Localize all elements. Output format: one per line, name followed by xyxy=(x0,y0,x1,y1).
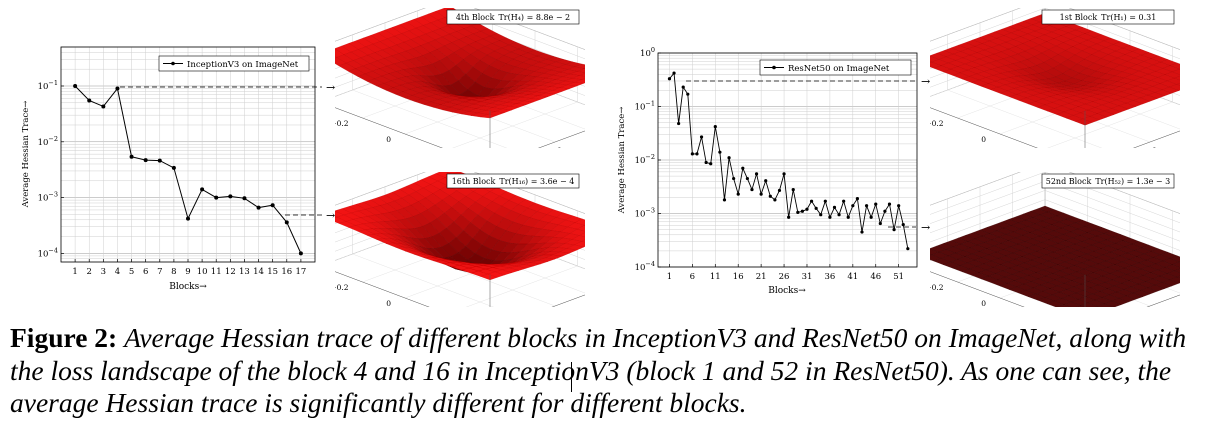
y-tick-label: 0 xyxy=(557,146,562,148)
surface-ticks: −0.4−0.200.20.4−0.4−0.200.20.410.80.60.4… xyxy=(335,283,391,307)
figure-caption: Figure 2: Average Hessian trace of diffe… xyxy=(10,322,1214,420)
x-tick-label: −0.2 xyxy=(930,283,944,292)
surface-ticks: −0.4−0.200.20.4−0.4−0.200.20.40.30.20.1 xyxy=(930,119,1157,148)
loss-surface xyxy=(930,205,1180,307)
surface-block-1: −0.4−0.200.20.4−0.4−0.200.20.40.30.20.1ϵ… xyxy=(930,8,1180,148)
surface-block-52: −0.4−0.200.20.4−0.4−0.200.20.40.30.20.1ϵ… xyxy=(930,172,1180,307)
arrow-icon: → xyxy=(326,81,335,94)
surface-ticks: −0.4−0.200.20.4−0.4−0.200.20.40.30.20.1 xyxy=(930,283,986,307)
front-edges xyxy=(335,271,585,307)
surface-title-formula: Tr(H₁) = 0.31 xyxy=(1101,13,1156,22)
arrow-icon: → xyxy=(921,221,930,234)
surface-title-block: 16th Block xyxy=(452,177,496,186)
surface-title-block: 4th Block xyxy=(456,13,495,22)
loss-surface xyxy=(930,13,1180,126)
surface-title-block: 1st Block xyxy=(1060,13,1098,22)
surface-title-formula: Tr(H₄) = 8.8e − 2 xyxy=(498,13,570,22)
caption-text: Average Hessian trace of different block… xyxy=(10,322,1187,418)
surface-title-formula: Tr(H₅₂) = 1.3e − 3 xyxy=(1095,177,1170,186)
loss-surface xyxy=(335,8,585,119)
x-tick-label: 0 xyxy=(981,299,986,307)
front-edges xyxy=(335,107,585,148)
y-tick-label: 0 xyxy=(1152,146,1157,148)
front-edges xyxy=(930,107,1180,148)
x-tick-label: −0.2 xyxy=(335,119,349,128)
x-tick-label: 0 xyxy=(386,135,391,144)
surface-block-4: −0.4−0.200.20.4−0.4−0.200.20.410.80.6ϵ₁ϵ… xyxy=(335,8,585,148)
surface-block-16: −0.4−0.200.20.4−0.4−0.200.20.410.80.60.4… xyxy=(335,172,585,307)
x-tick-label: 0 xyxy=(981,135,986,144)
x-tick-label: −0.2 xyxy=(335,283,349,292)
arrow-icon: → xyxy=(326,209,335,222)
x-tick-label: 0 xyxy=(386,299,391,307)
surface-ticks: −0.4−0.200.20.4−0.4−0.200.20.410.80.6 xyxy=(335,119,562,148)
surface-title-formula: Tr(H₁₆) = 3.6e − 4 xyxy=(499,177,574,186)
x-tick-label: −0.2 xyxy=(930,119,944,128)
loss-surface xyxy=(335,172,585,281)
text-cursor xyxy=(571,362,572,392)
arrow-icon: → xyxy=(921,75,930,88)
front-edges xyxy=(930,271,1180,307)
caption-label: Figure 2: xyxy=(10,322,118,353)
surface-title-block: 52nd Block xyxy=(1046,177,1092,186)
